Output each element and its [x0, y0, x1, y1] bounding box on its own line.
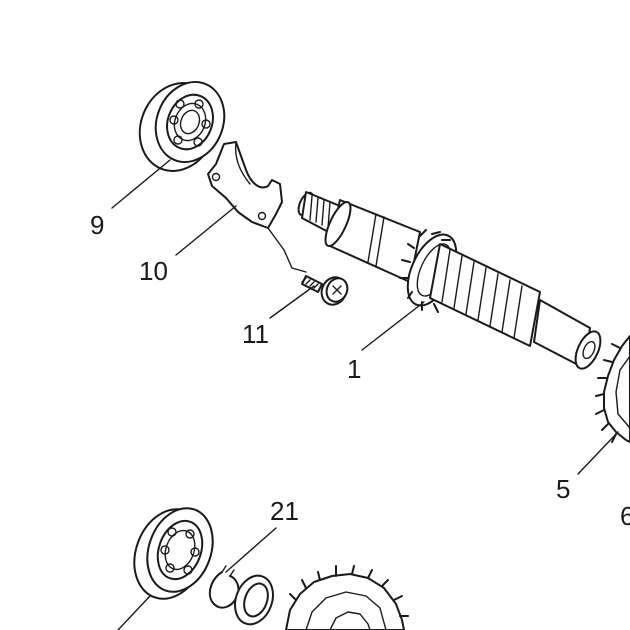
ball-bearing-bottom — [133, 507, 214, 600]
callout-1: 1 — [347, 354, 361, 384]
retainer-plate — [207, 141, 283, 229]
ball-bearing-top — [138, 81, 226, 172]
leader-21 — [225, 527, 277, 573]
leader-11 — [269, 285, 315, 319]
leader-10 — [175, 205, 237, 256]
callout-9: 9 — [90, 210, 104, 240]
leader-1 — [361, 301, 425, 351]
callout-21: 21 — [270, 496, 299, 526]
screw — [301, 275, 349, 306]
washer — [234, 574, 274, 626]
snap-ring — [208, 565, 240, 609]
bottom-gear — [285, 565, 409, 630]
callout-11: 11 — [242, 319, 269, 349]
callout-6: 6 — [620, 501, 630, 531]
leader-lines — [111, 159, 619, 630]
leader-5 — [577, 431, 619, 475]
alignment-line — [267, 227, 307, 273]
callout-5: 5 — [556, 474, 570, 504]
callout-10: 10 — [139, 256, 168, 286]
main-shaft — [297, 191, 602, 370]
leader-9 — [111, 159, 171, 209]
gear-5 — [595, 335, 630, 443]
leader-bottom — [117, 595, 151, 630]
